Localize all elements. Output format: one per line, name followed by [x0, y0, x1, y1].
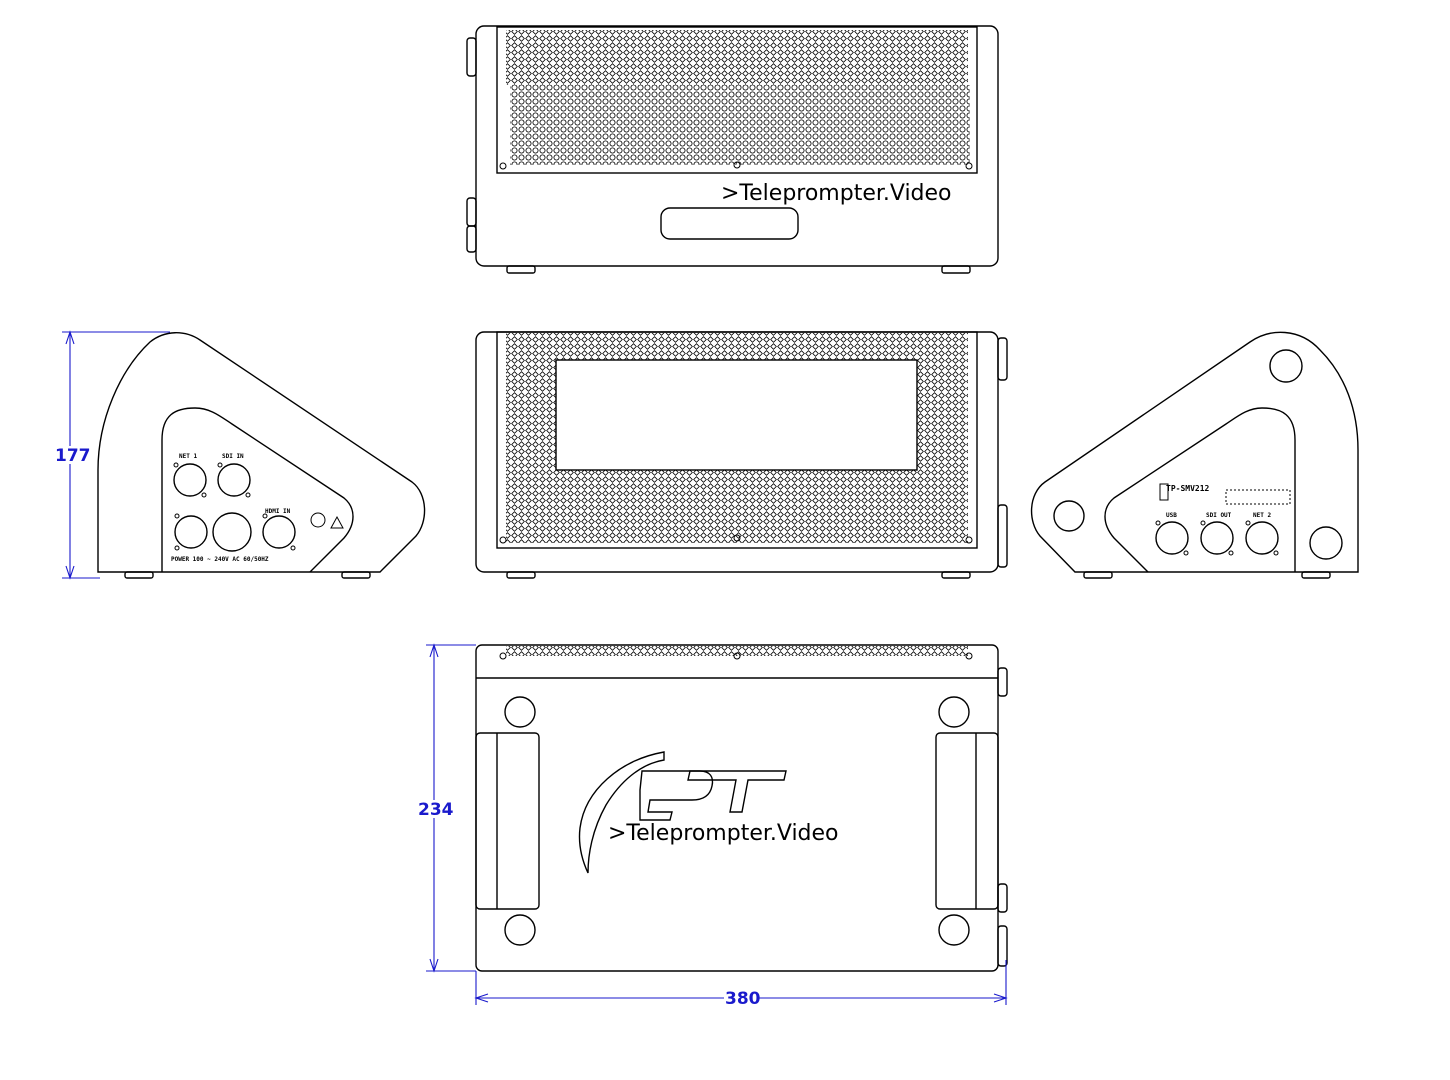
model-label: TP-SMV212	[1166, 484, 1210, 493]
usb-label: USB	[1166, 512, 1177, 519]
bottom-view-brand-text: >Teleprompter.Video	[608, 821, 839, 846]
left-connector-hdmi-in	[262, 513, 296, 551]
left-side-view: NET 1 SDI IN HDMI IN POWER 100 ~ 240V AC…	[97, 332, 426, 579]
top-view: >Teleprompter.Video	[466, 25, 999, 274]
depth-dimension-label: 234	[418, 800, 454, 820]
pt-logo	[578, 751, 787, 874]
right-connector-sdi-out	[1200, 520, 1234, 556]
width-dimension-label: 380	[725, 989, 761, 1009]
sdi-in-label: SDI IN	[222, 453, 244, 460]
hdmi-in-label: HDMI IN	[265, 508, 291, 515]
dimension-width: 380	[474, 960, 1008, 1009]
right-connector-usb	[1155, 520, 1189, 556]
front-display-window	[555, 359, 918, 471]
front-view	[475, 331, 1008, 579]
net1-label: NET 1	[179, 453, 197, 460]
net2-label: NET 2	[1253, 512, 1271, 519]
height-dimension-label: 177	[55, 446, 91, 466]
dimension-depth: 234	[418, 643, 476, 973]
left-connector-net1	[173, 462, 207, 498]
right-connector-net2	[1245, 520, 1279, 556]
top-view-brand-text: >Teleprompter.Video	[721, 181, 952, 206]
right-side-view: TP-SMV212 USB SDI OUT NET 2	[1030, 331, 1359, 579]
left-connector-sdi-in	[217, 462, 251, 498]
left-connector-power	[174, 512, 252, 552]
dimension-height: 177	[55, 330, 170, 580]
bottom-view: >Teleprompter.Video	[475, 644, 1008, 972]
sdi-out-label: SDI OUT	[1206, 512, 1232, 519]
power-label: POWER 100 ~ 240V AC 60/50HZ	[171, 556, 269, 563]
